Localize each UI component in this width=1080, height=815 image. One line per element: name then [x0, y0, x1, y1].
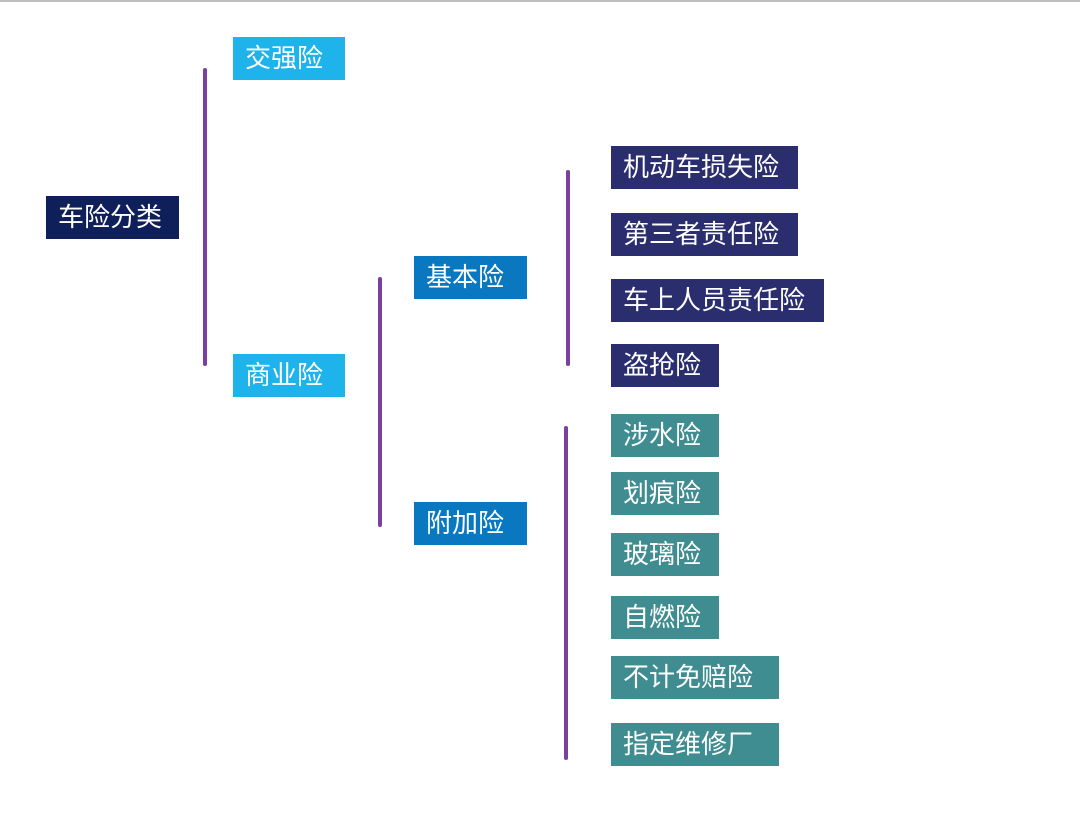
node-designated-repair-shop: 指定维修厂: [611, 723, 779, 766]
node-commercial-insurance: 商业险: [233, 354, 345, 397]
bracket-root: [203, 68, 207, 366]
node-scratch-insurance: 划痕险: [611, 472, 719, 515]
node-basic-insurance: 基本险: [414, 256, 527, 299]
node-self-ignition-insurance: 自燃险: [611, 596, 719, 639]
node-wading-insurance: 涉水险: [611, 414, 719, 457]
node-glass-insurance: 玻璃险: [611, 533, 719, 576]
node-additional-insurance: 附加险: [414, 502, 527, 545]
node-theft-insurance: 盗抢险: [611, 344, 719, 387]
node-passenger-liability: 车上人员责任险: [611, 279, 824, 322]
bracket-additional: [564, 426, 568, 760]
node-vehicle-damage-insurance: 机动车损失险: [611, 146, 798, 189]
node-deductible-waiver-insurance: 不计免赔险: [611, 656, 779, 699]
node-third-party-liability: 第三者责任险: [611, 213, 798, 256]
bracket-commercial: [378, 277, 382, 527]
root-node-car-insurance: 车险分类: [46, 196, 179, 239]
bracket-basic: [566, 170, 570, 366]
node-compulsory-insurance: 交强险: [233, 37, 345, 80]
top-divider: [0, 0, 1080, 2]
